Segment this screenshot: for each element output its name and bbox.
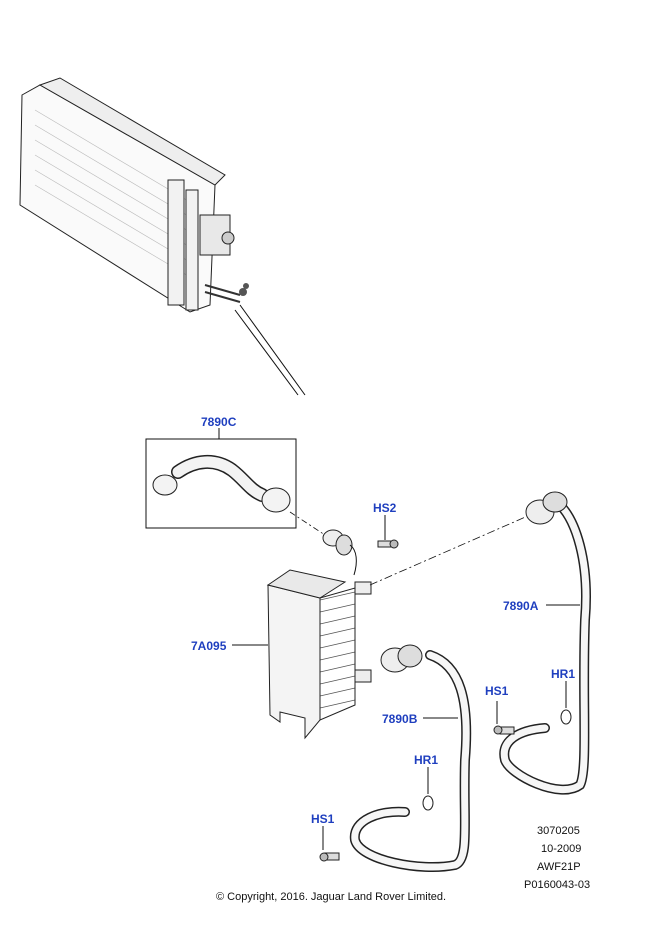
cooler-connector xyxy=(289,511,357,576)
callout-hr1-lower: HR1 xyxy=(414,753,438,767)
callout-hs1-lower: HS1 xyxy=(311,812,335,826)
diagram-ref: P0160043-03 xyxy=(524,879,590,891)
callout-7890c: 7890C xyxy=(201,415,237,429)
hose-7890c-inset xyxy=(145,428,297,529)
callout-hr1-right: HR1 xyxy=(551,667,575,681)
hose-7890a xyxy=(493,491,591,795)
callout-7890b: 7890B xyxy=(382,712,418,726)
radiator-assembly xyxy=(19,77,306,396)
diagram-code: AWF21P xyxy=(537,861,581,873)
diagram-id: 3070205 xyxy=(537,825,580,837)
callout-hs2: HS2 xyxy=(373,501,397,515)
oil-cooler-7a095 xyxy=(232,514,531,740)
hs2-bolt xyxy=(377,515,399,549)
hose-7890b xyxy=(319,644,472,872)
diagram-date: 10-2009 xyxy=(541,843,581,855)
callout-7a095: 7A095 xyxy=(191,639,227,653)
callout-7890a: 7890A xyxy=(503,599,539,613)
copyright-notice: © Copyright, 2016. Jaguar Land Rover Lim… xyxy=(216,891,446,903)
callout-hs1-right: HS1 xyxy=(485,684,509,698)
